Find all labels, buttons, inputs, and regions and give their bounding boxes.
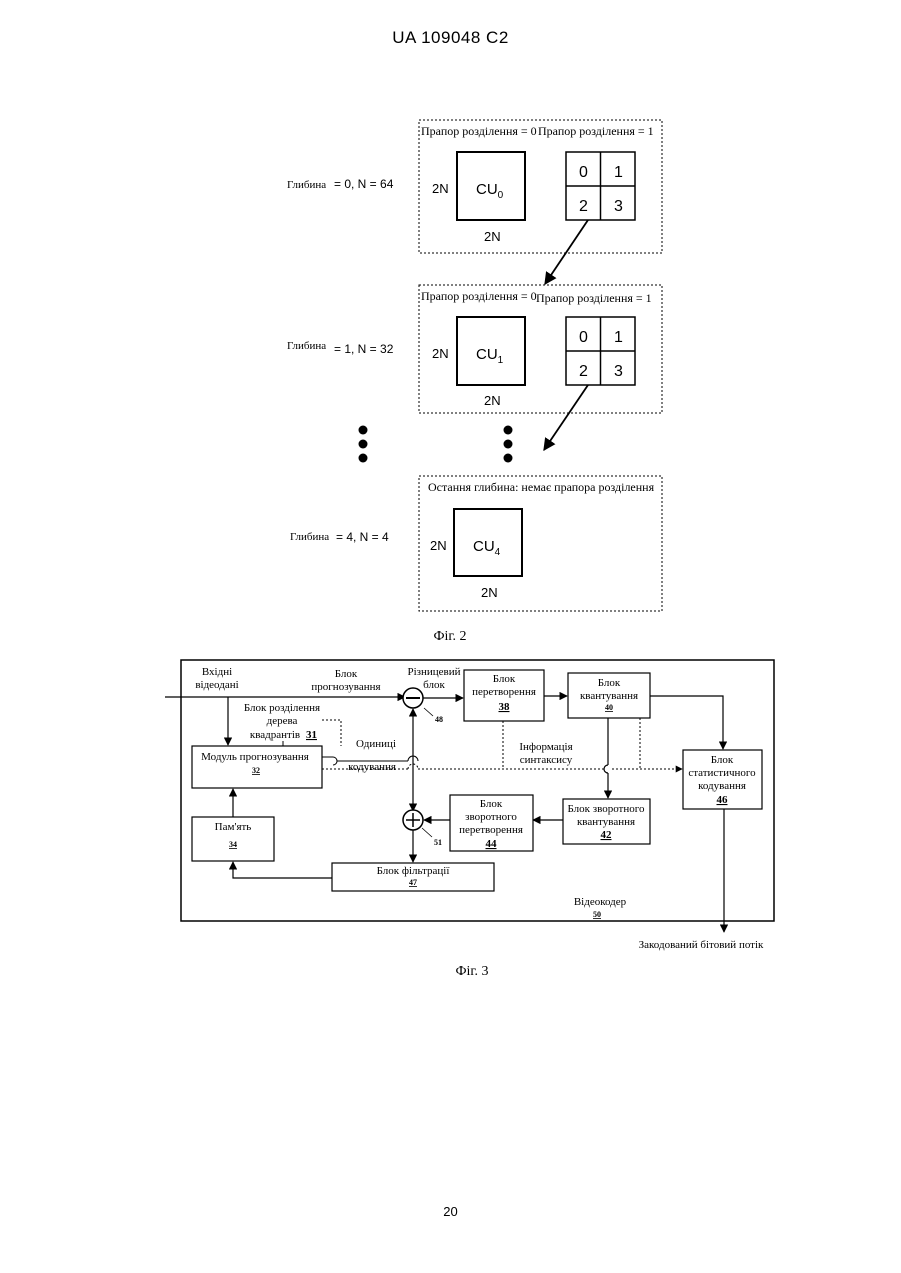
depth-value: = 1, N = 32 [334, 342, 394, 356]
svg-text:статистичного: статистичного [688, 767, 756, 779]
svg-text:Блок: Блок [480, 798, 503, 810]
svg-text:Блок зворотного: Блок зворотного [567, 803, 645, 815]
svg-text:перетворення: перетворення [459, 824, 523, 836]
pred-block-label-2: прогнозування [311, 681, 380, 693]
summer-48-label: 48 [435, 715, 443, 724]
sub-block-2: 2 [579, 363, 588, 380]
figure-3: Вхідні відеодані Блок прогнозування Різн… [165, 660, 774, 979]
dim-label-bottom: 2N [481, 585, 498, 600]
encoder-num: 50 [593, 910, 601, 919]
descend-arrow-2 [544, 385, 588, 450]
split-flag-1: Прапор розділення = 1 [536, 291, 652, 305]
svg-text:зворотного: зворотного [465, 811, 517, 823]
depth-1-level: Глибина = 1, N = 32 Прапор розділення = … [287, 285, 662, 413]
sub-block-0: 0 [579, 329, 588, 346]
dim-label-bottom: 2N [484, 393, 501, 408]
invt-num: 44 [486, 838, 498, 850]
depth-value: = 4, N = 4 [336, 530, 389, 544]
split-flag-0: Прапор розділення = 0 [421, 124, 537, 138]
transform-num: 38 [499, 701, 511, 713]
figure-2: Глибина = 0, N = 64 Прапор розділення = … [287, 120, 662, 644]
svg-text:Блок: Блок [493, 673, 516, 685]
depth-0-level: Глибина = 0, N = 64 Прапор розділення = … [287, 120, 662, 253]
dim-label-left: 2N [430, 538, 447, 553]
summer-51-label: 51 [434, 838, 442, 847]
svg-text:кодування: кодування [698, 780, 746, 792]
quadtree-label-3: квадрантів [250, 729, 300, 741]
sub-block-1: 1 [614, 329, 623, 346]
svg-text:Блок: Блок [711, 754, 734, 766]
quadtree-label-2: дерева [267, 715, 298, 727]
depth-label: Глибина [287, 340, 326, 352]
dim-label-left: 2N [432, 181, 449, 196]
pred-block-label-1: Блок [335, 668, 358, 680]
svg-text:квантування: квантування [580, 690, 638, 702]
filter-num: 47 [409, 878, 417, 887]
depth-4-box [419, 476, 662, 611]
encoder-label: Відеокодер [574, 896, 627, 908]
cu4-label: CU4 [473, 538, 501, 558]
descend-arrow-1 [545, 220, 588, 284]
svg-text:Модуль прогнозування: Модуль прогнозування [201, 751, 309, 763]
last-depth-label: Остання глибина: немає прапора розділенн… [428, 480, 655, 494]
input-label-1: Вхідні [202, 666, 232, 678]
pred-module-num: 32 [252, 766, 260, 775]
page-number: 20 [0, 1204, 901, 1219]
fig3-caption: Фіг. 3 [455, 964, 488, 979]
syntax-label-1: Інформація [519, 741, 572, 753]
syntax-label-2: синтаксису [520, 754, 573, 766]
sub-block-2: 2 [579, 198, 588, 215]
svg-text:Блок: Блок [598, 677, 621, 689]
svg-text:Пам'ять: Пам'ять [215, 821, 252, 833]
units-label-2: кодування [348, 761, 396, 773]
input-label-2: відеодані [195, 679, 238, 691]
sub-block-3: 3 [614, 363, 623, 380]
dim-label-bottom: 2N [484, 229, 501, 244]
dim-label-left: 2N [432, 346, 449, 361]
cu1-label: CU1 [476, 346, 504, 366]
entropy-num: 46 [717, 794, 729, 806]
output-label: Закодований бітовий потік [639, 939, 764, 951]
cu0-label: CU0 [476, 181, 504, 201]
svg-text:квантування: квантування [577, 816, 635, 828]
depth-label: Глибина [287, 179, 326, 191]
quadtree-num: 31 [306, 729, 317, 741]
svg-text:перетворення: перетворення [472, 686, 536, 698]
diff-label-2: блок [423, 679, 445, 691]
svg-text:Блок фільтрації: Блок фільтрації [377, 865, 451, 877]
quant-num: 40 [605, 703, 613, 712]
diff-label-1: Різницевий [407, 666, 460, 678]
depth-value: = 0, N = 64 [334, 177, 394, 191]
quadtree-label-1: Блок розділення [244, 702, 320, 714]
memory-num: 34 [229, 840, 237, 849]
units-label-1: Одиниці [356, 738, 396, 750]
split-flag-1: Прапор розділення = 1 [538, 124, 654, 138]
sub-block-0: 0 [579, 164, 588, 181]
sub-block-3: 3 [614, 198, 623, 215]
invq-num: 42 [601, 829, 613, 841]
sub-block-1: 1 [614, 164, 623, 181]
split-flag-0: Прапор розділення = 0 [421, 289, 537, 303]
fig2-caption: Фіг. 2 [433, 629, 466, 644]
ellipsis-dots [359, 426, 513, 463]
depth-label: Глибина [290, 531, 329, 543]
depth-4-level: Глибина = 4, N = 4 Остання глибина: нема… [290, 476, 662, 611]
